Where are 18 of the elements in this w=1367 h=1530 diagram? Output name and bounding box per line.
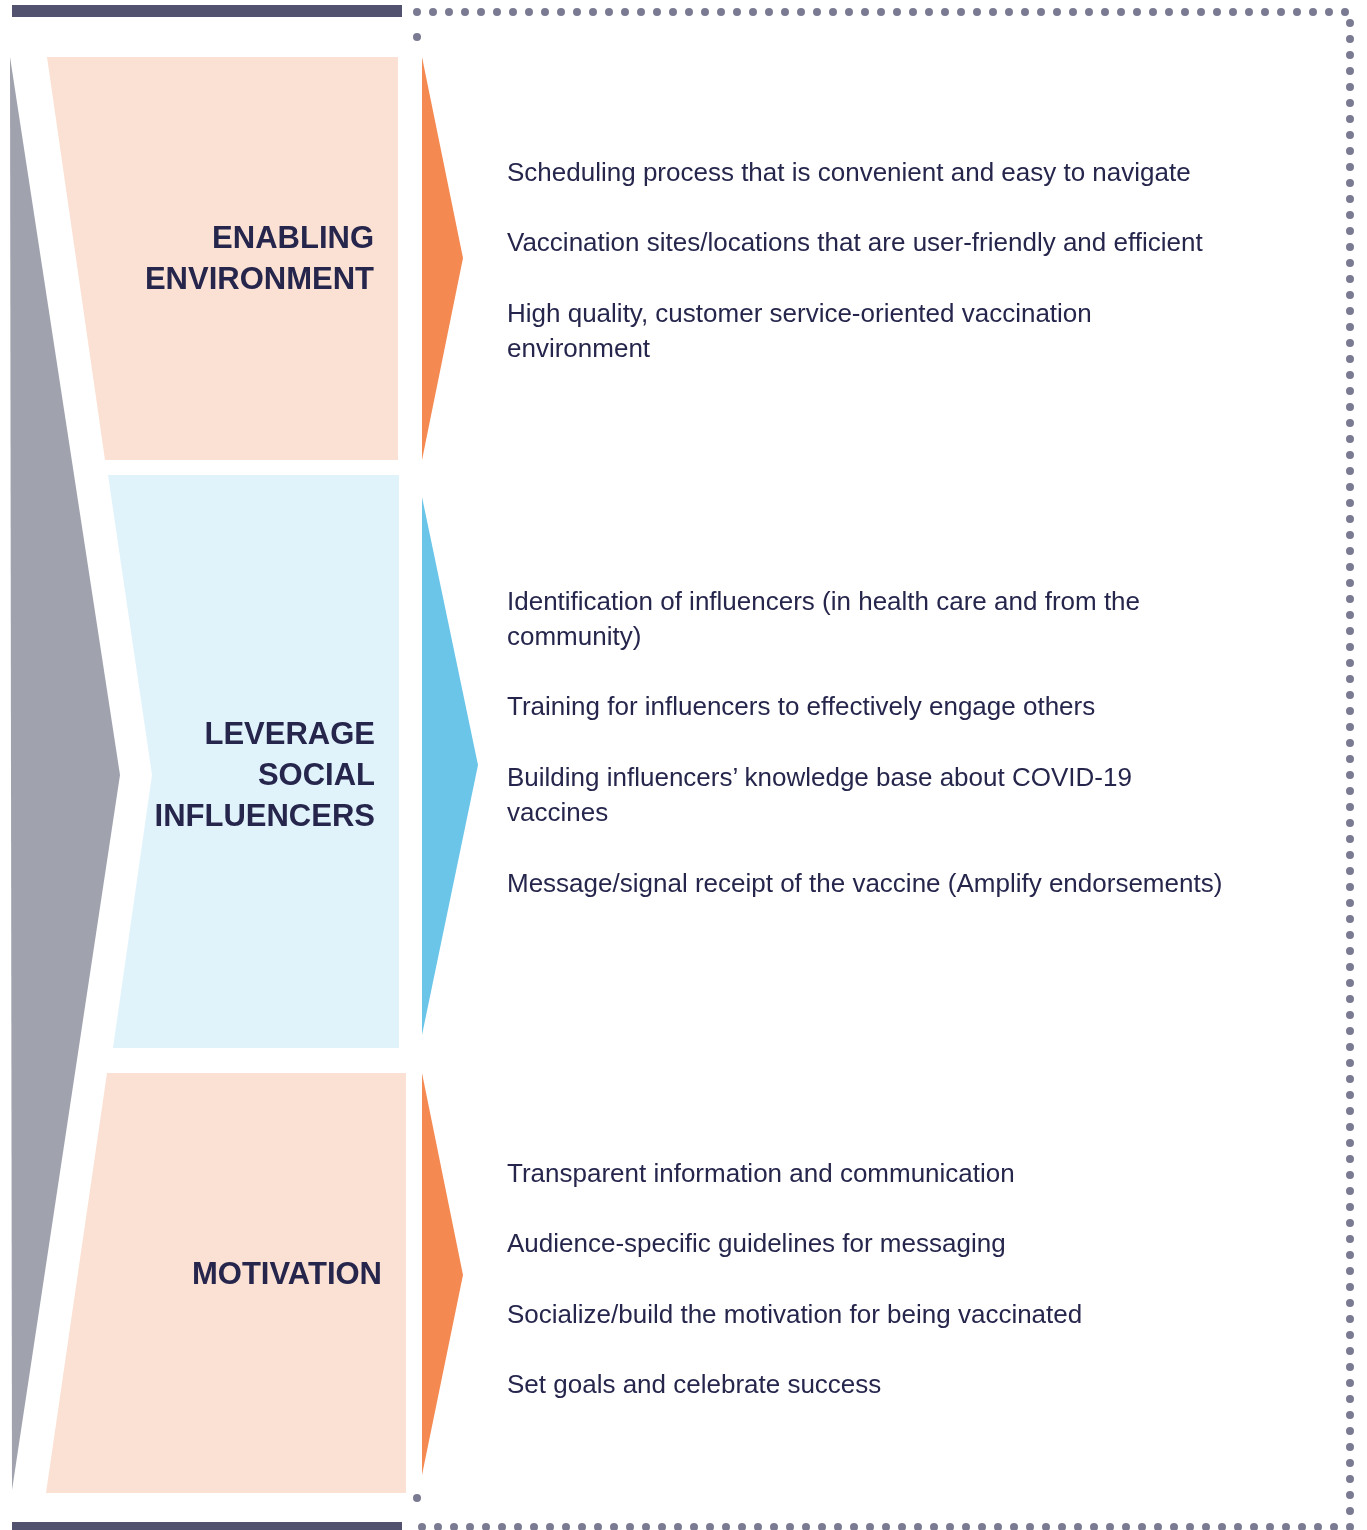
side-band (10, 57, 120, 1490)
stage-band (46, 1073, 406, 1493)
action-item: Training for influencers to effectively engage others (507, 690, 1097, 723)
action-item: Building influencers’ knowledge base about COVID-19 vaccines (507, 761, 1133, 829)
action-item: Audience-specific guidelines for messaging (507, 1227, 1007, 1260)
stage-heading: MOTIVATION (191, 1255, 382, 1293)
stage-heading: LEVERAGE SOCIAL INFLUENCERS (153, 715, 375, 835)
stage-heading: ENABLING ENVIRONMENT (143, 219, 374, 298)
action-item: Transparent information and communication (507, 1157, 1016, 1190)
stage-band (46, 57, 398, 460)
stage-band (108, 475, 399, 1048)
action-item: Scheduling process that is convenient and easy to navigate (507, 156, 1192, 189)
action-item: High quality, customer service-oriented vaccination environment (507, 297, 1093, 365)
action-item: Set goals and celebrate success (507, 1368, 883, 1401)
action-item: Message/signal receipt of the vaccine (Amplify endorsements) (507, 867, 1224, 900)
action-item: Vaccination sites/locations that are user-friendly and efficient (507, 226, 1204, 259)
action-item: Identification of influencers (in health care and from the community) (507, 585, 1142, 653)
action-item: Socialize/build the motivation for being vaccinated (507, 1298, 1084, 1331)
